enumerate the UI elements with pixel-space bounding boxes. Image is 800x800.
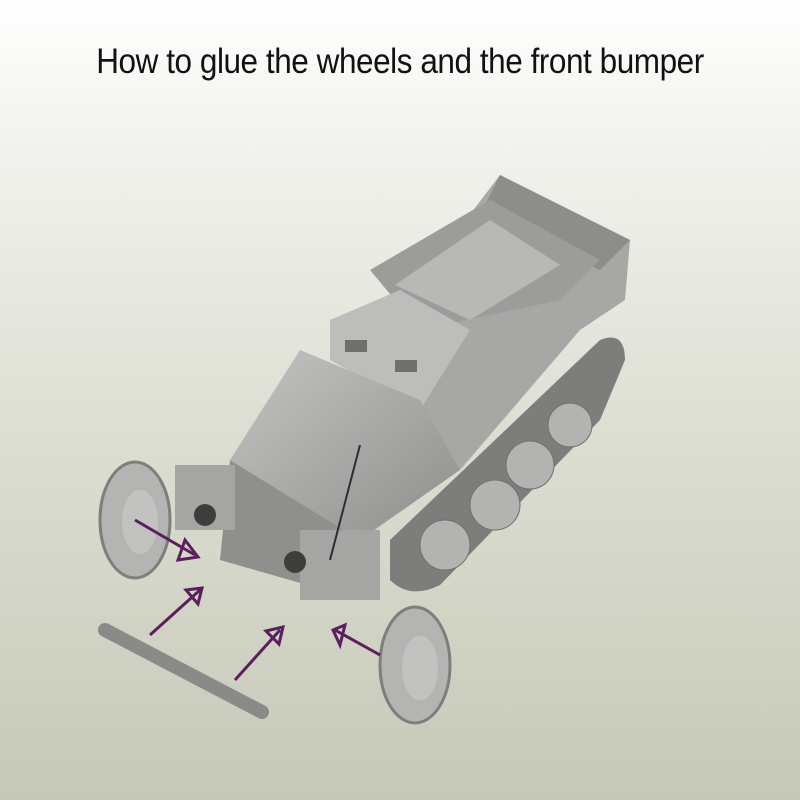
instruction-title: How to glue the wheels and the front bum… (96, 42, 704, 81)
glue-arrows (134, 518, 381, 682)
front-wheel-right (378, 605, 452, 725)
hull (175, 175, 630, 600)
track-assembly (390, 337, 625, 592)
arrow-icon (134, 518, 196, 557)
front-bumper (98, 623, 269, 719)
